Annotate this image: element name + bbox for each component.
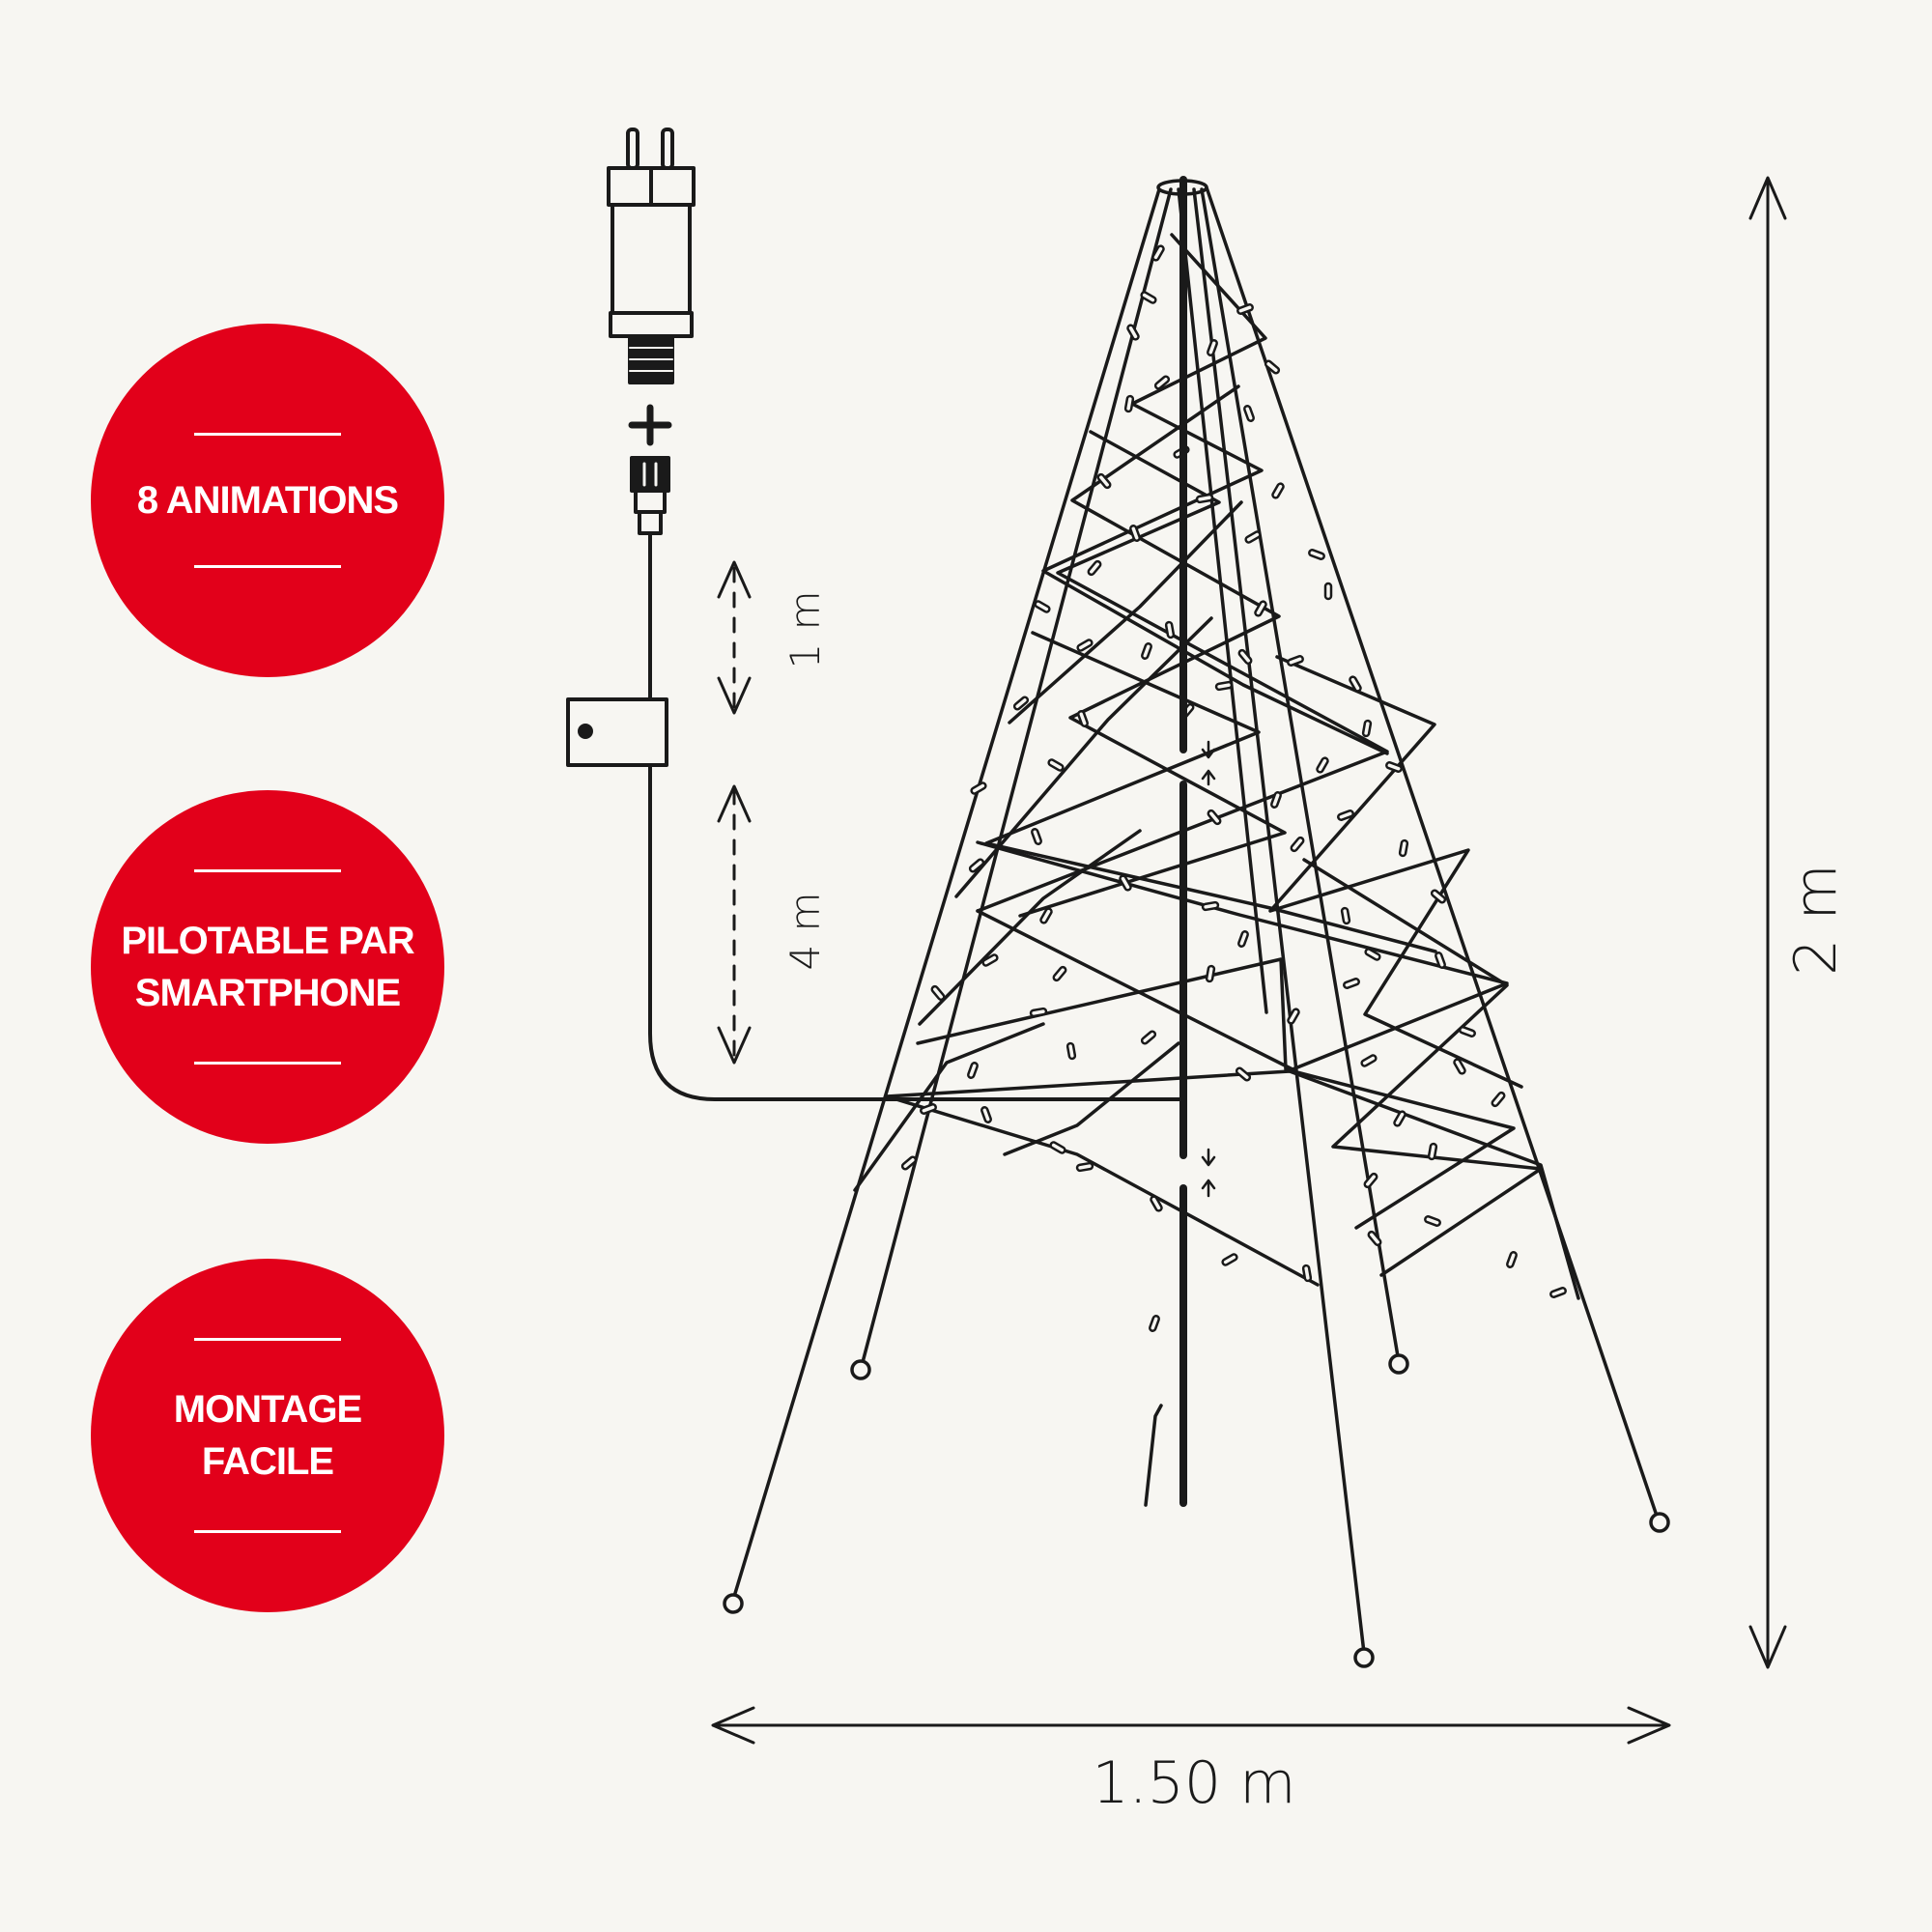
cable-lower-length-label: 4 m (781, 893, 829, 971)
feature-badge-easy-mount: MONTAGE FACILE (91, 1259, 444, 1612)
power-plug-icon (607, 128, 696, 384)
connector-icon (630, 456, 670, 535)
cable-length-arrow-lower (717, 784, 752, 1065)
badge-bottom-rule (194, 1062, 341, 1065)
pole-joint-arrows-lower (1201, 1148, 1216, 1198)
feature-badge-animations: 8 ANIMATIONS (91, 324, 444, 677)
height-label: 2 m (1782, 864, 1850, 976)
power-cable (648, 531, 1186, 1101)
badge-label: MONTAGE FACILE (173, 1388, 362, 1483)
badge-bottom-rule (194, 565, 341, 568)
badge-top-rule (194, 1338, 341, 1341)
badge-bottom-rule (194, 1530, 341, 1533)
feature-badge-smartphone: PILOTABLE PAR SMARTPHONE (91, 790, 444, 1144)
badge-top-rule (194, 433, 341, 436)
badge-top-rule (194, 869, 341, 872)
width-dimension-arrow (711, 1706, 1671, 1745)
plus-icon (628, 404, 672, 446)
badge-label: 8 ANIMATIONS (136, 479, 399, 522)
width-label: 1.50 m (1092, 1749, 1295, 1817)
tree-frame (723, 179, 1670, 1668)
controller-box-icon (566, 697, 668, 767)
pole-joint-arrows-upper (1201, 740, 1216, 786)
cable-length-arrow-upper (717, 560, 752, 715)
badge-label: PILOTABLE PAR SMARTPHONE (121, 920, 414, 1014)
height-dimension-arrow (1748, 176, 1787, 1669)
cable-upper-length-label: 1 m (781, 591, 829, 669)
led-bulbs (900, 244, 1567, 1332)
